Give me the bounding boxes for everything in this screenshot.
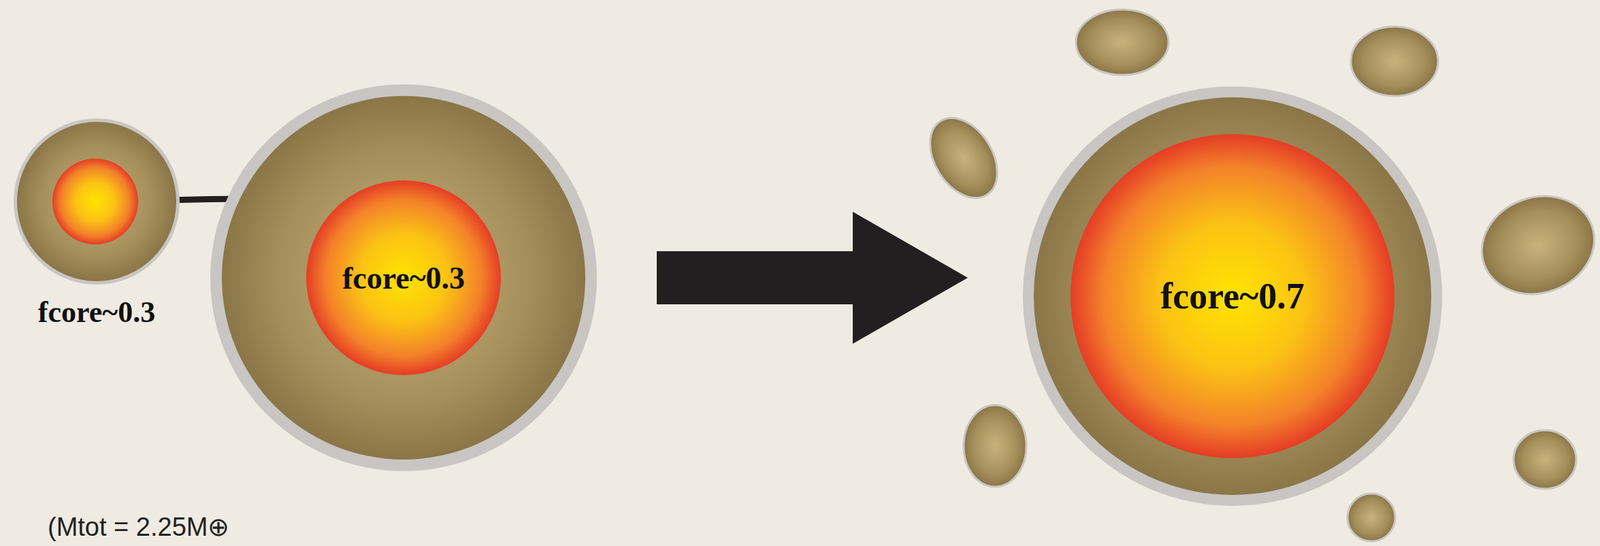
mantle — [1033, 97, 1432, 495]
planet-drawing — [12, 117, 181, 286]
core-fraction-label: fcore~0.3 — [38, 294, 156, 330]
core — [52, 158, 139, 245]
block-arrow — [656, 211, 968, 344]
planet-body: fcore~0.3 — [209, 83, 598, 472]
planet-body: fcore~0.7 — [1022, 85, 1443, 507]
planet-body: fcore~0.3 — [12, 117, 181, 286]
fragment — [1350, 26, 1439, 96]
mass-note: (Mtot = 2.25M⊕ — [47, 511, 230, 542]
core — [306, 180, 501, 375]
fragment — [963, 404, 1027, 487]
planet-rim — [1022, 86, 1443, 506]
fragment — [916, 105, 1011, 210]
mantle — [17, 121, 177, 282]
planet-rim — [210, 84, 597, 471]
debris-fragments — [916, 9, 1600, 542]
fragment — [1075, 9, 1169, 75]
fragment — [1347, 493, 1396, 542]
core-fraction-label: fcore~0.7 — [1160, 274, 1305, 318]
fragment — [1513, 430, 1577, 489]
planet-rim — [13, 118, 180, 285]
fragment — [1467, 180, 1600, 309]
core-fraction-label: fcore~0.3 — [342, 259, 465, 297]
process-arrow — [656, 211, 968, 344]
core — [1070, 134, 1395, 459]
mantle — [221, 95, 586, 460]
